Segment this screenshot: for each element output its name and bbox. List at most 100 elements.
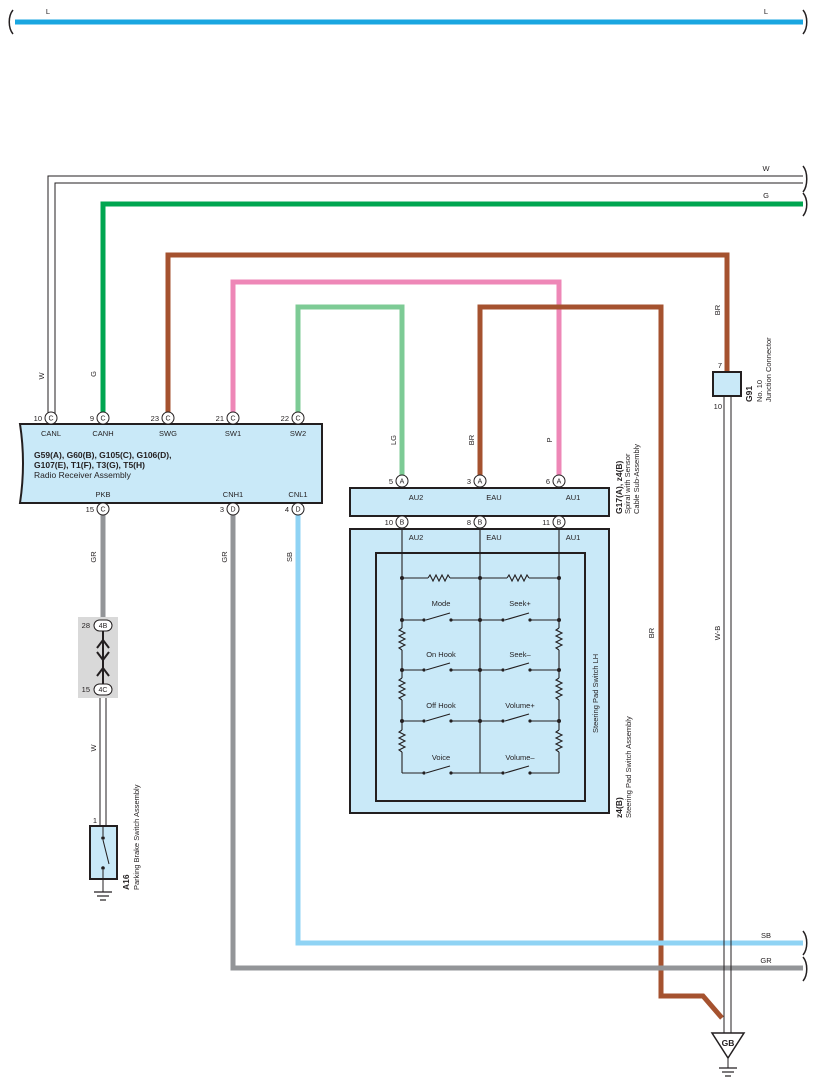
spiral-code: G17(A), z4(B) [614,460,624,514]
steering-top-eau: EAU [486,533,501,542]
svg-text:21: 21 [216,414,224,423]
inline-pin-4c: 4C [99,687,108,694]
w-wire-canl [47,175,803,414]
l-wire-top: L L [8,7,808,35]
sb-wire-cnl1 [295,515,803,946]
br-wire-swg [165,252,730,414]
svg-text:C: C [100,416,105,423]
svg-text:CNH1: CNH1 [223,490,243,499]
spiral-pin-au2-bottom: B 10 [385,515,409,529]
spiral-box [349,487,610,517]
wire-label-cnh1: GR [220,551,229,563]
l-label-right: L [764,7,768,16]
spiral-pin-au1-bottom: B 11 [542,515,566,529]
radio-pin-pkb: C 15 PKB [86,490,111,516]
svg-text:23: 23 [151,414,159,423]
ground-triangle-icon [710,1032,746,1060]
svg-text:A: A [400,479,405,486]
radio-pin-swg: C 23 SWG [151,411,177,438]
svg-text:B: B [400,520,405,527]
svg-text:SW2: SW2 [290,429,306,438]
wire-label-br-long: BR [647,627,656,638]
junction-pin-10: 10 [714,402,722,411]
junction-name-line1: No. 10 [755,380,764,402]
wire-label-canh: G [89,371,98,377]
wire-label-p: P [545,437,554,442]
junction-code: G91 [744,386,754,402]
svg-text:8: 8 [467,518,471,527]
l-label-left: L [46,7,50,16]
svg-text:CANL: CANL [41,429,61,438]
steering-code: z4(B) [614,797,624,818]
steering-pad-switch-assembly: AU2 EAU AU1 Steering Pad Switch LH z4(B)… [349,528,633,818]
svg-text:22: 22 [281,414,289,423]
radio-codes-line1: G59(A), G60(B), G105(C), G106(D), [34,450,171,460]
parking-brake-code: A16 [121,874,131,890]
svg-text:C: C [230,416,235,423]
switch-voice: Voice [432,753,450,762]
svg-text:A: A [478,479,483,486]
inline-num-28: 28 [82,621,90,630]
svg-text:6: 6 [546,477,550,486]
svg-text:15: 15 [86,505,94,514]
right-label-g: G [763,191,769,200]
right-label-w: W [762,164,770,173]
parking-brake-switch: 1 A16 Parking Brake Switch Assembly [89,784,141,901]
svg-text:3: 3 [467,477,471,486]
svg-text:5: 5 [389,477,393,486]
inline-pin-4b: 4B [99,623,108,630]
radio-pin-sw1: C 21 SW1 [216,411,241,438]
switch-seek-minus: Seek– [509,650,531,659]
radio-name: Radio Receiver Assembly [34,470,132,480]
svg-text:EAU: EAU [486,493,501,502]
wire-label-canl: W [37,372,46,380]
switch-seek-plus: Seek+ [509,599,531,608]
svg-text:11: 11 [542,518,550,527]
right-label-sb: SB [761,931,771,940]
wb-wire [723,396,732,1033]
spiral-name-line1: Spiral with Sensor [623,453,632,514]
wire-label-br-eau: BR [467,434,476,445]
svg-text:C: C [100,507,105,514]
radio-pin-cnh1: D 3 CNH1 [220,490,243,516]
radio-codes-line2: G107(E), T1(F), T3(G), T5(H) [34,460,145,470]
inline-num-15: 15 [82,685,90,694]
break-mark-gr [802,956,808,982]
radio-pin-canl: C 10 CANL [34,411,61,438]
wire-label-cnl1: SB [285,552,294,562]
steering-contacts [400,576,561,775]
switch-mode: Mode [432,599,451,608]
wire-label-br-jc: BR [713,304,722,315]
radio-pin-canh: C 9 CANH [90,411,114,438]
inline-connector: 4B 28 4C 15 [78,617,118,698]
ground-icon-gb [719,1067,737,1077]
junction-name-line2: Junction Connector [764,337,773,402]
radio-box [18,423,323,504]
g-wire-canh [100,201,803,414]
spiral-pin-au1-top: A 6 AU1 [546,474,581,502]
svg-text:AU1: AU1 [566,493,581,502]
svg-text:D: D [295,507,300,514]
wire-label-pkb: GR [89,551,98,563]
svg-text:CANH: CANH [92,429,113,438]
radio-pin-cnl1: D 4 CNL1 [285,490,308,516]
spiral-name-line2: Cable Sub-Assembly [632,444,641,514]
spiral-pin-eau-top: A 3 EAU [467,474,502,502]
radio-receiver-assembly: G59(A), G60(B), G105(C), G106(D), G107(E… [18,411,323,516]
wire-label-w-pbs: W [89,744,98,752]
p-wire-sw1 [230,279,562,476]
steering-name: Steering Pad Switch Assembly [624,716,633,818]
steering-top-au1: AU1 [566,533,581,542]
svg-text:10: 10 [385,518,393,527]
break-mark-left-top [8,9,14,35]
svg-text:CNL1: CNL1 [288,490,307,499]
svg-text:3: 3 [220,505,224,514]
svg-text:SW1: SW1 [225,429,241,438]
steering-top-au2: AU2 [409,533,424,542]
junction-box [712,371,742,397]
br-wire-eau [477,304,724,1020]
lg-wire-sw2 [295,304,405,476]
svg-text:C: C [295,416,300,423]
connector-arrow-icon [96,638,110,677]
